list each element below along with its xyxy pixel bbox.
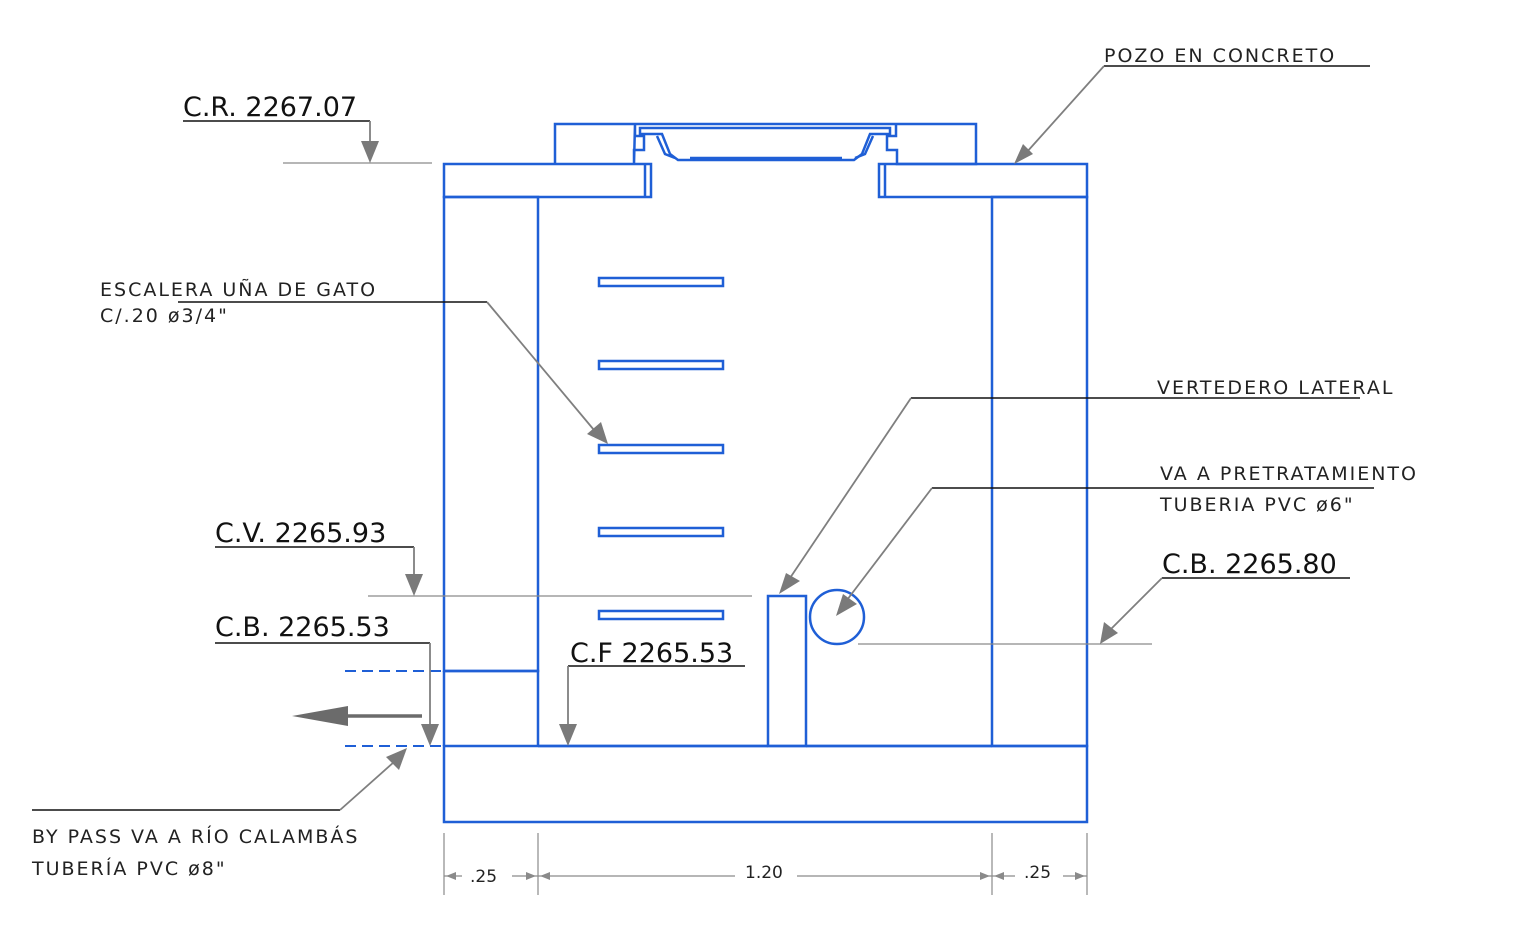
label-bypass-1: BY PASS VA A RÍO CALAMBÁS: [32, 825, 359, 848]
base-slab: [442, 744, 1089, 824]
arrow-icon: [779, 573, 800, 594]
label-escalera-1: ESCALERA UÑA DE GATO: [100, 278, 377, 301]
label-vertedero: VERTEDERO LATERAL: [1157, 377, 1394, 399]
dimension-right: .25: [1024, 863, 1051, 883]
label-cv: C.V. 2265.93: [215, 518, 386, 549]
label-va-pre-1: VA A PRETRATAMIENTO: [1160, 463, 1418, 485]
arrow-icon: [836, 594, 857, 616]
reference-lines: [283, 162, 1152, 645]
weir-wall: [766, 594, 808, 748]
left-wall: [442, 195, 540, 673]
ladder-rung: [597, 609, 725, 621]
right-wall: [990, 195, 1089, 748]
arrow-icon: [559, 724, 577, 746]
label-escalera-2: C/.20 ø3/4": [100, 305, 229, 327]
arrow-icon: [421, 724, 439, 746]
manhole-frame: [553, 122, 978, 166]
top-slab-left: [442, 162, 653, 199]
ladder-rungs: [597, 276, 725, 621]
label-cr: C.R. 2267.07: [183, 92, 357, 123]
arrow-icon: [1014, 144, 1033, 164]
dimension-center: 1.20: [745, 863, 783, 883]
top-slab: [442, 122, 1089, 199]
manhole-cover: [638, 126, 892, 162]
label-cb-left: C.B. 2265.53: [215, 612, 390, 643]
dimension-lines: [443, 833, 1088, 895]
ladder-rung: [597, 276, 725, 288]
flow-arrow-icon: [292, 706, 348, 726]
arrow-icon: [405, 574, 423, 596]
outlet-pipe-circle: [808, 588, 866, 646]
arrow-icon: [386, 748, 407, 770]
arrow-icon: [1100, 622, 1118, 644]
label-cf: C.F 2265.53: [570, 638, 733, 669]
bypass-pipe: [292, 670, 444, 747]
label-pozo: POZO EN CONCRETO: [1104, 45, 1336, 67]
label-cb-right: C.B. 2265.80: [1162, 549, 1337, 580]
concrete-body: [442, 195, 1089, 824]
dimension-left: .25: [470, 867, 497, 887]
arrow-icon: [361, 141, 379, 163]
label-va-pre-2: TUBERIA PVC ø6": [1159, 494, 1355, 516]
top-slab-right: [877, 162, 1089, 199]
arrow-icon: [587, 422, 608, 444]
ladder-rung: [597, 359, 725, 371]
label-bypass-2: TUBERÍA PVC ø8": [31, 857, 227, 880]
ladder-rung: [597, 526, 725, 538]
ladder-rung: [597, 443, 725, 455]
bypass-channel: [444, 669, 540, 746]
